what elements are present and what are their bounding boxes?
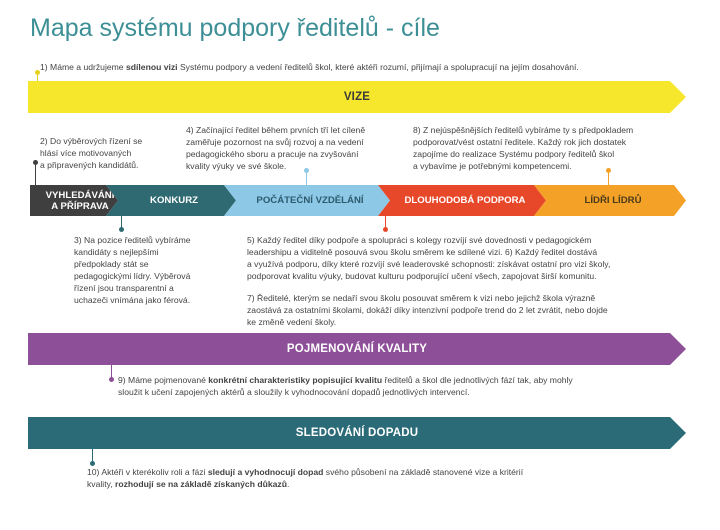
note-9-marker [109,377,114,382]
note-4-line: pedagogického sboru a pracuje na zvyšová… [186,149,359,159]
note-8-marker [606,168,611,173]
band-vize: VIZE [28,81,686,113]
note-9-bold: konkrétní charakteristiky popisující kva… [208,375,383,385]
note-1: 1) Máme a udržujeme sdílenou vizi Systém… [40,61,700,73]
stage-konkurz-label: KONKURZ [150,195,198,206]
note-10-line2-pre: kvality, [87,479,116,489]
note-10-bold1: sledují a vyhodnocují dopad [207,467,324,477]
stage-vyhledavani-line1: VYHLEDÁVÁNÍ [45,189,115,201]
stage-pocatecni-vzdelani: POČÁTEČNÍ VZDĚLÁNÍ [224,185,390,216]
note-3-line: kandidáty s nejlepšími [74,247,159,257]
note-2: 2) Do výběrových řízení se hlásí více mo… [40,135,170,171]
note-5-6-line: a využívá podporu, díky které rozvíjí sv… [247,259,611,269]
note-5-connector [385,216,386,228]
note-10-bold2: rozhodují se na základě získaných důkazů [115,479,287,489]
stage-lidri-lidru-label: LÍDŘI LÍDRŮ [584,195,642,206]
note-10: 10) Aktéři v kterékoliv roli a fázi sled… [87,466,687,490]
stage-dlouhodoba-podpora: DLOUHODOBÁ PODPORA [378,185,546,216]
note-7: 7) Ředitelé, kterým se nedaří svou školu… [247,292,687,328]
band-kvalita-label: POJMENOVÁNÍ KVALITY [286,343,428,355]
note-3-line: předpoklady stát se [74,259,149,269]
note-8-line: 8) Z nejúspěšnějších ředitelů vybíráme t… [413,125,634,135]
note-10-marker [90,461,95,466]
note-9-line2: sloužit k učení zapojených aktérů a slou… [118,387,470,397]
band-vize-label: VIZE [343,91,371,103]
note-4-line: zaměřuje pozornost na svůj rozvoj a na v… [186,137,364,147]
note-5-marker [383,227,388,232]
stage-pocatecni-vzdelani-label: POČÁTEČNÍ VZDĚLÁNÍ [256,195,364,206]
note-10-mid: svého působení na základě stanovené vize… [323,467,524,477]
note-2-line: 2) Do výběrových řízení se [40,136,143,146]
note-9-pre: 9) Máme pojmenované [118,375,209,385]
note-7-line: ke změně vedení školy. [247,317,337,327]
stage-lidri-lidru: LÍDŘI LÍDRŮ [534,185,686,216]
band-pojmenovani-kvality: POJMENOVÁNÍ KVALITY [28,333,686,365]
note-4-line: 4) Začínající ředitel během prvních tří … [186,125,366,135]
note-2-line: hlásí více motivovaných [40,148,132,158]
note-7-line: 7) Ředitelé, kterým se nedaří svou školu… [247,293,596,303]
note-1-pre: 1) Máme a udržujeme [40,62,126,72]
note-2-line: a připravených kandidátů. [40,160,139,170]
note-4-connector [306,172,307,185]
band-sledovani-dopadu: SLEDOVÁNÍ DOPADU [28,417,686,449]
stage-dlouhodoba-podpora-label: DLOUHODOBÁ PODPORA [404,195,526,206]
note-10-pre: 10) Aktéři v kterékoliv roli a fázi [87,467,208,477]
note-3-line: řízení jsou transparentní a [74,283,174,293]
note-9-connector [111,365,112,379]
note-1-bold: sdílenou vizi [125,62,178,72]
stage-konkurz: KONKURZ [106,185,236,216]
note-3: 3) Na pozice ředitelů vybíráme kandidáty… [74,234,234,306]
note-8: 8) Z nejúspěšnějších ředitelů vybíráme t… [413,124,693,172]
note-5-6-line: podporovat kvalitu výuky, budovat kultur… [247,271,597,281]
band-sledovani-label: SLEDOVÁNÍ DOPADU [295,427,419,439]
note-5-6-line: 5) Každý ředitel díky podpoře a spoluprá… [247,235,592,245]
page-title: Mapa systému podpory ředitelů - cíle [30,14,440,42]
note-8-line: a vybavíme je potřebnými kompetencemi. [413,161,572,171]
note-8-line: podporovat/vést ostatní ředitele. Každý … [413,137,627,147]
note-3-connector [121,216,122,228]
note-7-line: zaostává za ostatními školami, dokáží dí… [247,305,608,315]
note-2-marker [33,160,38,165]
note-3-line: 3) Na pozice ředitelů vybíráme [74,235,191,245]
note-3-line: pedagogickými lídry. Výběrová [74,271,191,281]
note-8-connector [608,172,609,185]
note-5-6: 5) Každý ředitel díky podpoře a spoluprá… [247,234,687,282]
stage-vyhledavani-line2: A PŘÍPRAVA [51,200,109,212]
note-1-post: Systému podpory a vedení ředitelů škol, … [177,62,579,72]
note-10-line2-post: . [286,479,290,489]
note-4: 4) Začínající ředitel během prvních tří … [186,124,396,172]
note-1-connector [37,72,38,82]
note-5-6-line: leadershipu a viditelně posouvá svou ško… [247,247,598,257]
note-9: 9) Máme pojmenované konkrétní charakteri… [118,374,698,398]
note-3-line: uchazeči vnímána jako férová. [74,295,191,305]
note-4-line: kvality výuky ve své škole. [186,161,287,171]
note-4-marker [304,168,309,173]
note-3-marker [119,227,124,232]
note-8-line: zapojíme do realizace Systému podpory ře… [413,149,615,159]
note-9-post: ředitelů a škol dle jednotlivých fází ta… [382,375,573,385]
note-2-connector [35,163,36,185]
note-10-connector [92,449,93,463]
